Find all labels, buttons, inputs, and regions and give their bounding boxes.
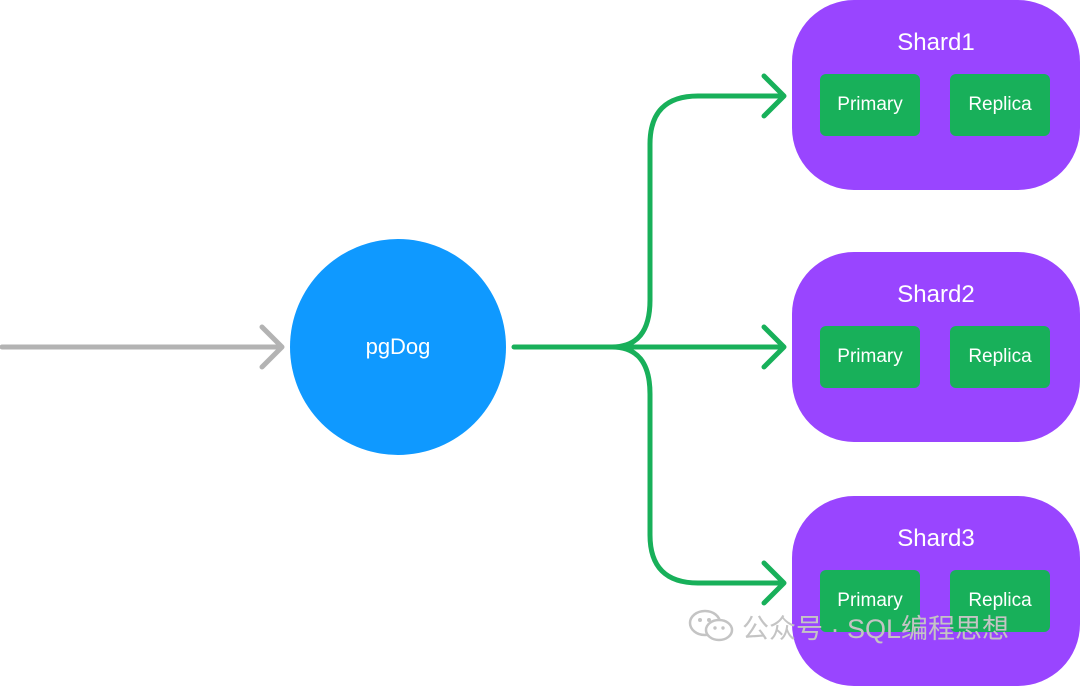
primary-node: Primary	[820, 74, 920, 136]
watermark-text: 公众号 · SQL编程思想	[742, 613, 1010, 644]
incoming-arrow	[0, 324, 285, 370]
pgdog-node	[290, 239, 506, 455]
diagram-canvas	[0, 73, 787, 606]
shard-title: Shard1	[897, 29, 975, 56]
replica-node: Replica	[950, 570, 1050, 632]
replica-node: Replica	[950, 74, 1050, 136]
watermark: 公众号 · SQL编程思想	[688, 608, 1009, 644]
shard-node-1: Shard1 Primary Replica	[792, 0, 1080, 190]
shard-title: Shard3	[897, 525, 975, 552]
shard-title: Shard2	[897, 281, 975, 308]
route-to-shard1	[609, 93, 783, 350]
arrowhead-shard2	[761, 324, 787, 370]
arrowhead-shard3	[761, 560, 787, 606]
wechat-icon	[688, 609, 734, 642]
shard-node-2: Shard2 Primary Replica	[792, 252, 1080, 442]
shard-node-3: Shard3 Primary Replica	[792, 496, 1080, 686]
primary-node: Primary	[820, 570, 920, 632]
route-lines	[511, 73, 787, 606]
primary-node: Primary	[820, 326, 920, 388]
pgdog-label: pgDog	[365, 334, 431, 359]
replica-node: Replica	[950, 326, 1050, 388]
route-to-shard3	[609, 344, 783, 586]
arrowhead-shard1	[761, 73, 787, 119]
